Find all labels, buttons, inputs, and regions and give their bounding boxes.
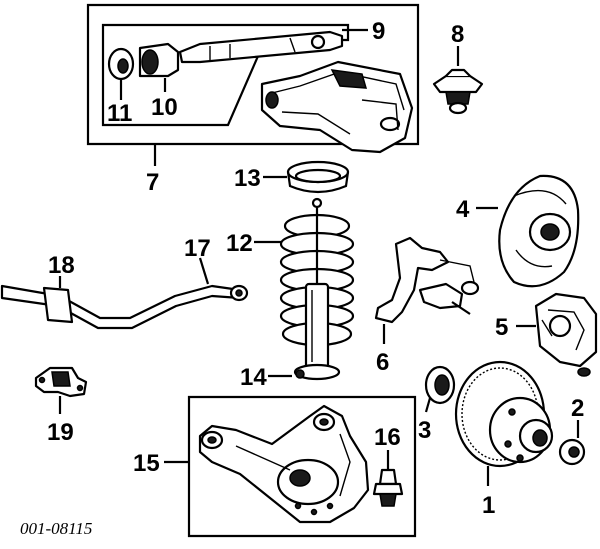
part-14-shock-absorber bbox=[268, 197, 341, 381]
group-box-15 bbox=[187, 395, 417, 538]
callout-6: 6 bbox=[376, 349, 389, 376]
part-5-caliper bbox=[516, 292, 598, 377]
part-9-shaft bbox=[178, 28, 368, 64]
callout-17: 17 bbox=[184, 235, 211, 262]
part-13-spring-insulator bbox=[263, 160, 350, 194]
callout-9: 9 bbox=[372, 18, 385, 45]
part-2-outer-bearing bbox=[558, 420, 586, 466]
callout-14: 14 bbox=[240, 364, 267, 391]
part-10-bushing bbox=[138, 42, 180, 92]
part-18-stabilizer-bar bbox=[0, 276, 242, 330]
callout-16: 16 bbox=[374, 424, 401, 451]
part-19-bracket bbox=[34, 366, 88, 414]
callout-12: 12 bbox=[226, 230, 253, 257]
callout-8: 8 bbox=[451, 21, 464, 48]
part-16-lower-ball-joint bbox=[372, 450, 404, 507]
callout-15: 15 bbox=[133, 450, 160, 477]
callout-3: 3 bbox=[418, 417, 431, 444]
callout-10: 10 bbox=[151, 94, 178, 121]
callout-labels: 1 2 3 4 5 6 7 8 9 10 11 12 13 14 15 16 1… bbox=[20, 18, 584, 538]
callout-2: 2 bbox=[571, 395, 584, 422]
callout-7: 7 bbox=[146, 169, 159, 196]
callout-1: 1 bbox=[482, 492, 495, 519]
callout-13: 13 bbox=[234, 165, 261, 192]
part-4-splash-shield bbox=[476, 174, 580, 288]
callout-19: 19 bbox=[47, 419, 74, 446]
upper-control-arm-group bbox=[86, 3, 420, 166]
part-6-spindle bbox=[374, 236, 480, 344]
part-17-stabilizer-link bbox=[198, 257, 249, 302]
part-12-coil-spring bbox=[254, 213, 355, 347]
lower-control-arm bbox=[198, 404, 370, 524]
callout-18: 18 bbox=[48, 252, 75, 279]
part-8-ball-joint bbox=[432, 46, 484, 115]
part-11-bushing-cap bbox=[107, 47, 135, 100]
group-box-7 bbox=[86, 3, 420, 146]
reference-code: 001-08115 bbox=[20, 519, 92, 538]
upper-control-arm bbox=[260, 60, 414, 154]
lower-control-arm-group bbox=[164, 395, 417, 538]
callout-11: 11 bbox=[107, 100, 132, 127]
part-3-wheel-bearing bbox=[424, 365, 456, 413]
part-1-rotor-hub bbox=[454, 360, 554, 486]
callout-5: 5 bbox=[495, 314, 508, 341]
callout-4: 4 bbox=[456, 196, 470, 223]
